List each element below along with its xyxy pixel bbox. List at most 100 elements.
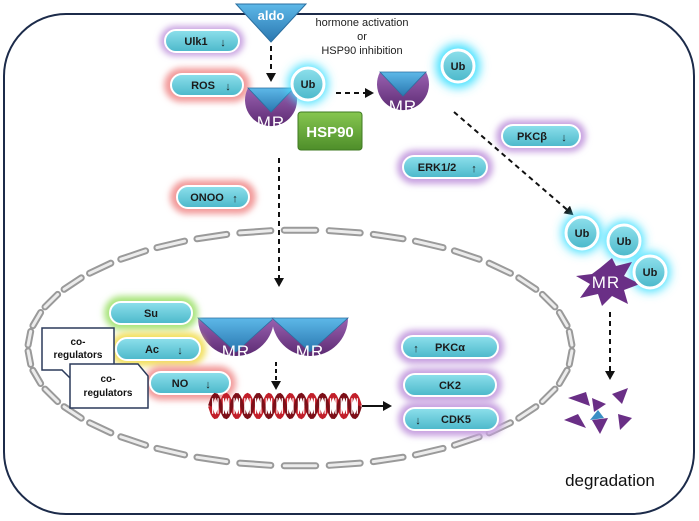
envelope-segment-highlight: [26, 349, 33, 367]
no-pill: NO ↓: [144, 366, 236, 400]
note-line-1: hormone activation: [316, 17, 409, 29]
pkca-pill: ↑ PKCα: [396, 330, 504, 364]
no-label: NO: [172, 378, 189, 390]
ub-label: Ub: [451, 61, 466, 73]
envelope-segment-highlight: [119, 249, 148, 261]
envelope-segment-highlight: [195, 232, 229, 241]
cdk5-label: CDK5: [441, 414, 471, 426]
dna-helix: [208, 392, 362, 420]
up-arrow-icon: ↑: [232, 193, 238, 205]
ulk1-pill: Ulk1 ↓: [160, 26, 244, 56]
envelope-segment-highlight: [88, 261, 113, 275]
envelope-segment-highlight: [43, 387, 60, 404]
ck2-pill: CK2: [398, 368, 502, 402]
coregulator-line-2: regulators: [84, 388, 133, 399]
onoo-label: ONOO: [190, 192, 224, 204]
ac-pill: Ac ↓: [110, 332, 206, 366]
coregulator-line-2: regulators: [54, 350, 103, 361]
su-pill: Su: [104, 296, 198, 330]
envelope-segment-highlight: [517, 405, 538, 420]
coregulator-line-1: co-: [101, 374, 116, 385]
envelope-segment-highlight: [413, 446, 445, 457]
down-arrow-icon: ↓: [205, 379, 211, 391]
degradation-label: degradation: [565, 471, 655, 490]
envelope-segment-highlight: [62, 405, 83, 420]
ros-label: ROS: [191, 80, 215, 92]
mr-hsp90-complex: MR Ub HSP90: [245, 64, 363, 151]
erk-label: ERK1/2: [418, 162, 457, 174]
coregulator-box-2: co- regulators: [69, 363, 149, 409]
down-arrow-icon: ↓: [561, 132, 567, 144]
mr-ub-complex: MR Ub: [377, 44, 480, 116]
mr-label: MR: [222, 342, 250, 361]
ac-label: Ac: [145, 344, 159, 356]
envelope-segment-highlight: [238, 229, 273, 235]
degradation-fragments: [564, 388, 632, 434]
hsp90-label: HSP90: [306, 124, 354, 141]
envelope-segment-highlight: [540, 387, 557, 404]
envelope-segment-highlight: [452, 435, 481, 447]
ub-label: Ub: [575, 228, 590, 240]
mr-label: MR: [257, 113, 285, 132]
envelope-segment-highlight: [452, 249, 481, 261]
envelope-segment-highlight: [327, 461, 362, 467]
envelope-segment-highlight: [31, 310, 43, 328]
envelope-segment-highlight: [238, 461, 273, 467]
down-arrow-icon: ↓: [415, 415, 421, 427]
up-arrow-icon: ↑: [471, 163, 477, 175]
ulk1-label: Ulk1: [184, 36, 207, 48]
activation-note: hormone activation or HSP90 inhibition: [316, 17, 409, 57]
coregulator-line-1: co-: [71, 337, 86, 348]
mr-label: MR: [296, 342, 324, 361]
cdk5-pill: ↓ CDK5: [398, 402, 504, 436]
mr-ub-to-degradation-arrow: [453, 111, 574, 216]
envelope-segment-highlight: [119, 435, 148, 447]
onoo-pill: ONOO ↑: [170, 180, 256, 214]
up-arrow-icon: ↑: [413, 343, 419, 355]
cell-membrane: [3, 13, 695, 515]
envelope-segment-highlight: [155, 446, 187, 457]
envelope-segment-highlight: [26, 329, 33, 347]
ub-label: Ub: [301, 79, 316, 91]
damaged-mr-shape: [576, 258, 640, 306]
envelope-segment-highlight: [327, 229, 362, 235]
pkcb-label: PKCβ: [517, 131, 547, 143]
aldo-ligand: aldo: [234, 3, 308, 43]
envelope-segment-highlight: [567, 349, 574, 367]
nuclear-mr-dimer: MR MR: [196, 317, 350, 361]
envelope-segment-highlight: [413, 239, 445, 250]
mr-label: MR: [389, 97, 417, 116]
note-line-2: or: [357, 31, 367, 43]
envelope-segment-highlight: [43, 292, 60, 309]
aldo-label: aldo: [258, 8, 285, 23]
ub-label: Ub: [643, 267, 658, 279]
envelope-segment-highlight: [540, 292, 557, 309]
down-arrow-icon: ↓: [220, 37, 226, 49]
down-arrow-icon: ↓: [177, 345, 183, 357]
polyubiquitinated-mr: MR Ub Ub Ub: [562, 213, 670, 306]
mr-label: MR: [592, 273, 620, 292]
erk-pill: ERK1/2 ↑: [397, 150, 493, 184]
su-label: Su: [144, 308, 158, 320]
envelope-segment-highlight: [62, 276, 83, 291]
envelope-segment-highlight: [371, 232, 405, 241]
pkcb-pill: PKCβ ↓: [496, 120, 586, 152]
note-line-3: HSP90 inhibition: [321, 45, 402, 57]
envelope-segment-highlight: [195, 455, 229, 464]
envelope-segment-highlight: [31, 368, 43, 386]
envelope-segment-highlight: [487, 261, 512, 275]
envelope-segment-highlight: [517, 276, 538, 291]
envelope-segment-highlight: [567, 329, 574, 347]
ros-pill: ROS ↓: [164, 68, 250, 102]
envelope-segment-highlight: [88, 421, 113, 435]
envelope-segment-highlight: [557, 310, 569, 328]
ck2-label: CK2: [439, 380, 461, 392]
envelope-segment-highlight: [557, 368, 569, 386]
envelope-segment-highlight: [371, 455, 405, 464]
pkca-label: PKCα: [435, 342, 465, 354]
down-arrow-icon: ↓: [225, 81, 231, 93]
ub-label: Ub: [617, 236, 632, 248]
dna-strand: [208, 392, 362, 420]
envelope-segment-highlight: [155, 239, 187, 250]
